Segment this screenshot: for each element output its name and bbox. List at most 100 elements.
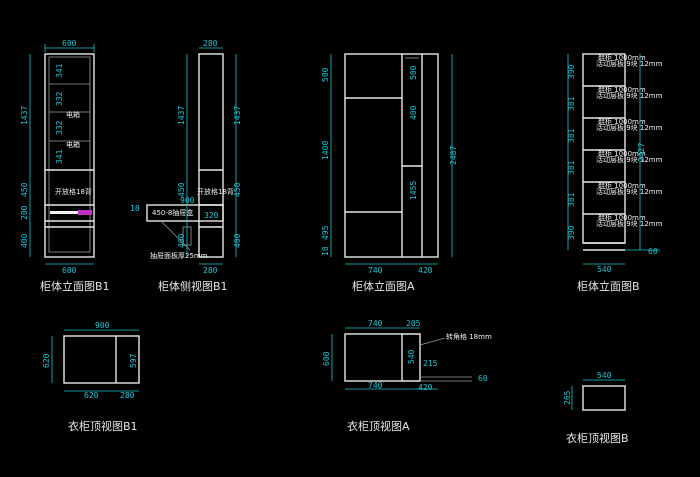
side-dim-bottom: 280 xyxy=(203,266,218,275)
top-view-a-title: 衣柜顶视图A xyxy=(347,419,410,433)
b1-open-cell-note: 开放格18背 xyxy=(55,187,92,196)
a-dim-left: 1400 xyxy=(321,141,330,160)
side-drawer-note: 450-8抽屉盒 xyxy=(152,208,193,217)
top-a-dim-bottom: 420 xyxy=(418,383,433,392)
side-dim-right: 400 xyxy=(233,233,242,248)
top-b-dim-left: 265 xyxy=(563,390,572,405)
top-a-outline xyxy=(344,333,403,382)
b-dim-left: 381 xyxy=(567,160,576,175)
top-b1-dim-bottom: 280 xyxy=(120,391,135,400)
side-dim-drawer: 320 xyxy=(204,211,219,220)
side-view-b1-title: 柜体侧视图B1 xyxy=(158,279,228,293)
top-a-dim-top: 740 xyxy=(368,319,383,328)
elevation-b: 鞋柜 1000mm 活动层板 9块 12mm 鞋柜 1000mm 活动层板 9块… xyxy=(567,53,663,293)
b-shelf-note: 鞋柜 1000mm xyxy=(598,181,646,190)
top-a-corner xyxy=(402,333,421,382)
b1-dim-left: 450 xyxy=(20,182,29,197)
b1-drawer-accent xyxy=(78,210,92,215)
elevation-a-title: 柜体立面图A xyxy=(352,279,415,293)
a-dim-inner: 1455 xyxy=(409,181,418,200)
b-dim-left: 381 xyxy=(567,96,576,111)
side-cabinet-outline xyxy=(198,53,224,258)
top-b-dim-top: 540 xyxy=(597,371,612,380)
b-shelf-note: 活动层板 9块 12mm xyxy=(596,91,663,100)
side-dim-small: 18 xyxy=(130,204,140,213)
top-b-outline xyxy=(582,385,626,411)
b1-dim-inner: 332 xyxy=(55,120,64,135)
b1-dim-left: 200 xyxy=(20,205,29,220)
side-dim-left: 400 xyxy=(177,233,186,248)
top-view-b1-title: 衣柜顶视图B1 xyxy=(68,419,138,433)
b-shelf-note: 鞋柜 1000mm xyxy=(598,149,646,158)
a-dim-inner: 500 xyxy=(409,65,418,80)
top-a-corner-note: 转角格 18mm xyxy=(446,332,492,341)
top-a-leader xyxy=(419,337,446,346)
b-dim-left: 381 xyxy=(567,128,576,143)
b1-dim-inner: 332 xyxy=(55,91,64,106)
b-shelf-note: 活动层板 9块 12mm xyxy=(596,187,663,196)
b1-dim-left: 400 xyxy=(20,233,29,248)
side-shelf-note: 抽屉面板厚25mm xyxy=(150,251,208,260)
b-shelf-note: 活动层板 9块 12mm xyxy=(596,155,663,164)
b-shelf-note: 鞋柜 1000mm xyxy=(598,85,646,94)
side-view-b1: 开放格18背 450-8抽屉盒 抽屉面板厚25mm 280 280 1437 4… xyxy=(130,39,242,293)
top-a-dim-extra: 60 xyxy=(478,374,488,383)
b1-cabinet-outline xyxy=(44,53,95,258)
b1-dim-bottom: 600 xyxy=(62,266,77,275)
b1-dim-inner: 341 xyxy=(55,63,64,78)
a-dim-left: 18 xyxy=(321,246,330,256)
a-dim-bottom: 420 xyxy=(418,266,433,275)
side-dim-drawer: 900 xyxy=(180,196,195,205)
a-cabinet-outline xyxy=(344,53,439,258)
b-dim-right: 2427 xyxy=(637,143,646,162)
b-shelf-note: 活动层板 9块 12mm xyxy=(596,219,663,228)
side-dim-right: 1437 xyxy=(233,106,242,125)
b-dim-left: 390 xyxy=(567,64,576,79)
b-dim-left: 390 xyxy=(567,225,576,240)
top-b1-dim-right: 597 xyxy=(129,353,138,368)
b1-electric-note: 电箱 xyxy=(66,140,80,149)
b1-dim-inner: 341 xyxy=(55,149,64,164)
a-dim-left: 500 xyxy=(321,67,330,82)
top-b1-dim-bottom: 620 xyxy=(84,391,99,400)
b-dim-left: 381 xyxy=(567,192,576,207)
b-shelf-note: 活动层板 9块 12mm xyxy=(596,59,663,68)
top-b1-outline xyxy=(63,335,140,384)
b1-drawer-handle xyxy=(50,211,78,214)
a-dim-inner: 400 xyxy=(409,105,418,120)
b-shelf-note: 鞋柜 1000mm xyxy=(598,53,646,62)
top-a-dim-top: 205 xyxy=(406,319,421,328)
top-a-dim-inner: 215 xyxy=(423,359,438,368)
elevation-b-title: 柜体立面图B xyxy=(577,279,640,293)
b-shelf-note: 鞋柜 1000mm xyxy=(598,213,646,222)
side-dim-left: 1437 xyxy=(177,106,186,125)
side-open-cell-note: 开放格18背 xyxy=(197,187,234,196)
top-b1-dim-left: 620 xyxy=(42,353,51,368)
elevation-a: 500 1400 495 18 500 400 1455 2487 740 42… xyxy=(321,53,458,293)
elevation-b1: 开放格18背 电箱 电箱 600 600 1437 450 200 400 34… xyxy=(20,39,110,293)
top-a-dim-left: 600 xyxy=(322,351,331,366)
b-dim-extra: 60 xyxy=(648,247,658,256)
elevation-b1-title: 柜体立面图B1 xyxy=(40,279,110,293)
b-shelf-note: 鞋柜 1000mm xyxy=(598,117,646,126)
b1-dim-left: 1437 xyxy=(20,106,29,125)
side-dim-top: 280 xyxy=(203,39,218,48)
b-dim-bottom: 540 xyxy=(597,265,612,274)
top-b1-dim-top: 900 xyxy=(95,321,110,330)
b1-dim-top: 600 xyxy=(62,39,77,48)
b1-inner-frame xyxy=(48,56,91,253)
top-a-dim-bottom: 740 xyxy=(368,381,383,390)
a-dim-left: 495 xyxy=(321,225,330,240)
side-dim-left: 450 xyxy=(177,182,186,197)
side-drawer-pulled xyxy=(146,204,224,222)
b-shelf-note: 活动层板 9块 12mm xyxy=(596,123,663,132)
a-dim-bottom: 740 xyxy=(368,266,383,275)
top-view-b1: 900 620 597 620 280 衣柜顶视图B1 xyxy=(42,321,140,433)
side-dim-right: 450 xyxy=(233,182,242,197)
b1-electric-note: 电箱 xyxy=(66,110,80,119)
top-a-dim-inner: 540 xyxy=(407,349,416,364)
top-view-a: 转角格 18mm 740 205 600 540 215 740 420 60 … xyxy=(322,319,492,433)
top-view-b-title: 衣柜顶视图B xyxy=(566,431,629,445)
top-view-b: 540 265 衣柜顶视图B xyxy=(563,371,629,445)
